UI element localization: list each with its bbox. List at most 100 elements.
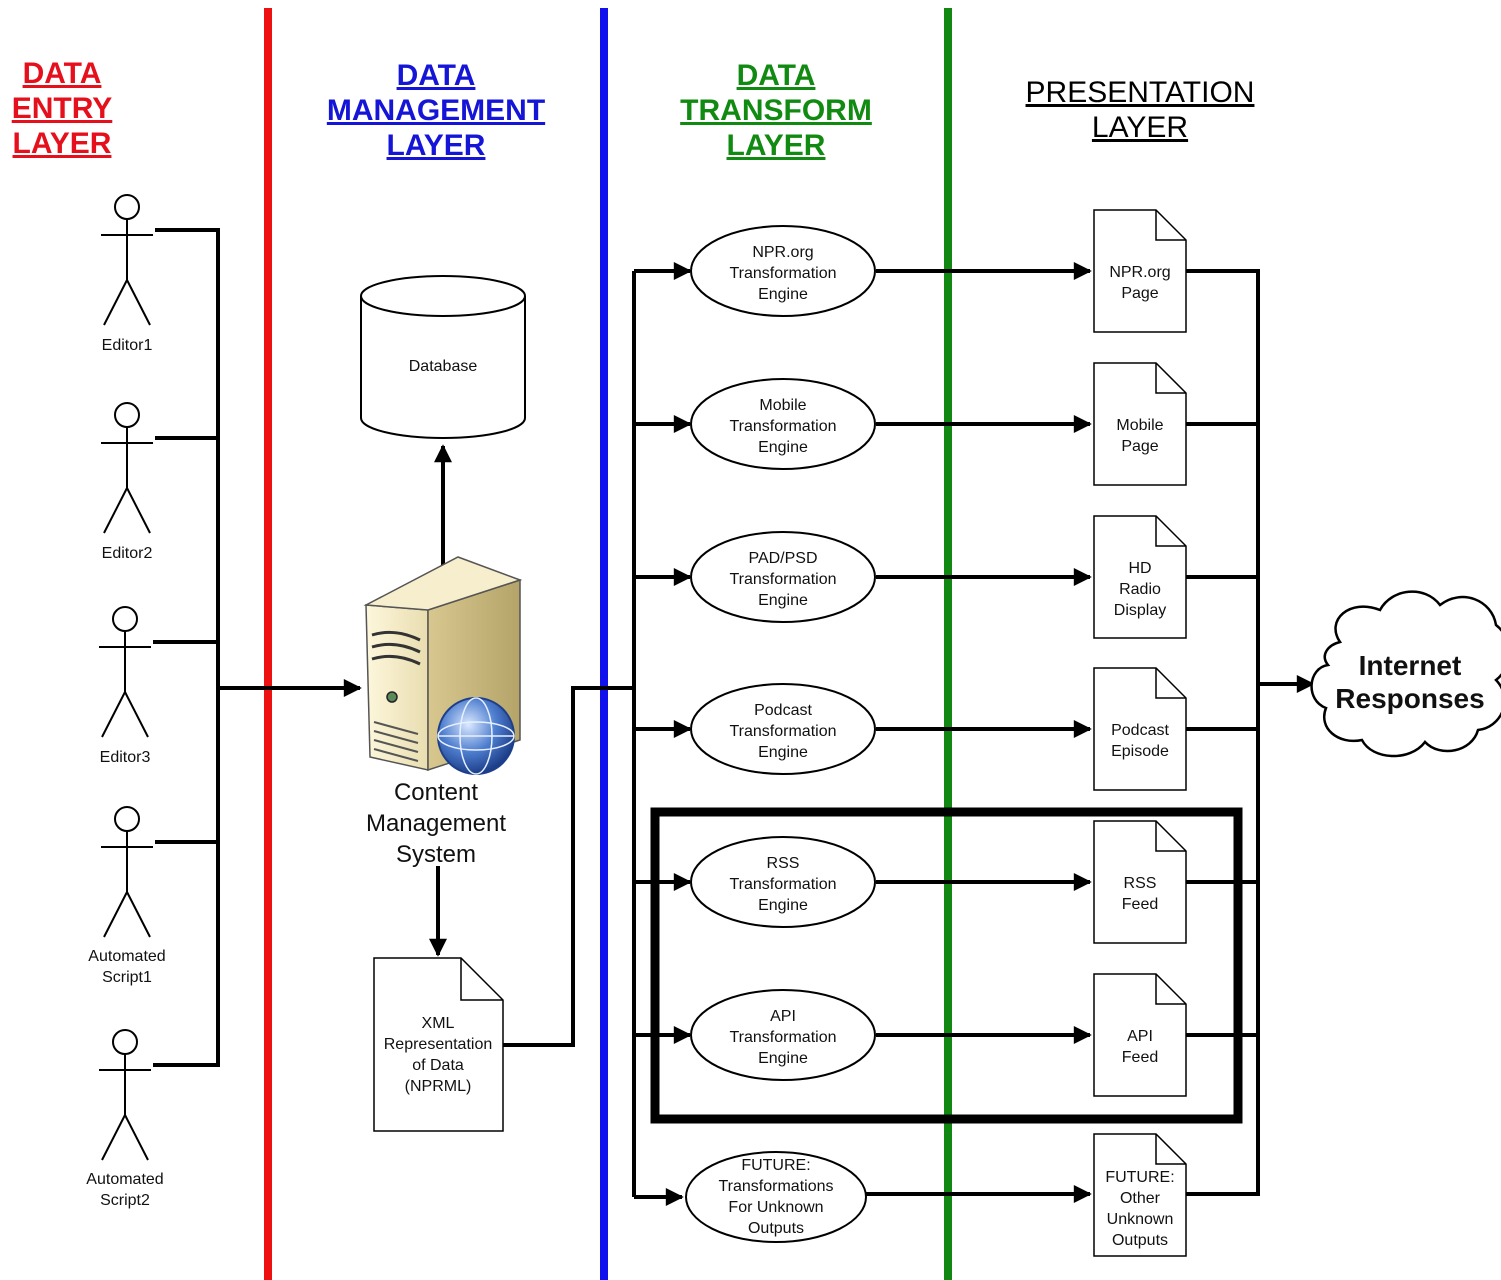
actor-label: Editor2 bbox=[57, 543, 197, 564]
actor-figure bbox=[101, 194, 153, 326]
transformation-engine bbox=[690, 378, 876, 470]
engine-label-line: API bbox=[770, 1007, 796, 1025]
server-vent bbox=[373, 739, 419, 753]
transformation-engine bbox=[690, 683, 876, 775]
server-vent bbox=[373, 748, 419, 762]
engine-label-line: Transformation bbox=[729, 1028, 837, 1046]
actor-head bbox=[114, 402, 140, 428]
highlight-box bbox=[650, 807, 1243, 1124]
actor-figure bbox=[101, 806, 153, 938]
transformation-engine bbox=[690, 989, 876, 1081]
engine-label-line: Mobile bbox=[759, 396, 807, 414]
transformation-engine bbox=[690, 225, 876, 317]
actor-leg bbox=[126, 279, 151, 326]
layer-title-line: DATA bbox=[22, 56, 102, 90]
xml-document-label-line: of Data bbox=[412, 1057, 464, 1074]
output-document bbox=[1093, 362, 1187, 486]
actor-label-line: Editor2 bbox=[101, 544, 153, 562]
engine-label-line: NPR.org bbox=[752, 243, 814, 261]
output-document bbox=[1093, 209, 1187, 333]
output-document bbox=[1093, 820, 1187, 944]
server-drive-bay bbox=[371, 642, 421, 654]
actor-head bbox=[114, 194, 140, 220]
layer-title-line: MANAGEMENT bbox=[326, 93, 546, 127]
output-label-line: RSS bbox=[1123, 875, 1157, 892]
engine-label-line: Podcast bbox=[754, 701, 812, 719]
server-power-led bbox=[386, 691, 398, 703]
layer-title-line: PRESENTATION bbox=[1025, 76, 1255, 109]
actor-leg bbox=[103, 487, 128, 534]
layer-title-line: TRANSFORM bbox=[680, 93, 872, 127]
engine-label-line: Transformation bbox=[729, 722, 837, 740]
output-document bbox=[1093, 1133, 1187, 1257]
output-label-line: FUTURE: bbox=[1105, 1169, 1175, 1186]
xml-document-label-line: (NPRML) bbox=[404, 1078, 472, 1095]
document-fold bbox=[1155, 668, 1186, 699]
xml-document-label-line: Representation bbox=[383, 1036, 493, 1053]
database-cylinder-body bbox=[360, 296, 526, 439]
document-fold bbox=[460, 958, 503, 1001]
actor-leg bbox=[101, 1114, 126, 1161]
document-fold bbox=[1155, 363, 1186, 394]
engine-label-line: RSS bbox=[766, 854, 800, 872]
output-label-line: Episode bbox=[1111, 743, 1169, 760]
engine-label-line: Engine bbox=[758, 1049, 808, 1067]
actor-leg bbox=[124, 691, 149, 738]
document-outline bbox=[373, 957, 504, 1132]
output-label-line: Mobile bbox=[1116, 417, 1164, 434]
layer-title-line: LAYER bbox=[1091, 111, 1189, 144]
output-document bbox=[1093, 973, 1187, 1097]
engine-label-line: Engine bbox=[758, 743, 808, 761]
engine-label-line: Engine bbox=[758, 896, 808, 914]
cloud-label-line: Internet bbox=[1358, 650, 1462, 681]
engine-label-line: Outputs bbox=[747, 1220, 805, 1237]
output-label-line: Radio bbox=[1119, 580, 1161, 598]
document-fold bbox=[1155, 1134, 1186, 1165]
actor-label-line: Script1 bbox=[102, 969, 152, 986]
actor-leg bbox=[124, 1114, 149, 1161]
layer-title-line: ENTRY bbox=[11, 91, 113, 125]
output-label-line: Other bbox=[1119, 1190, 1160, 1207]
document-fold bbox=[1155, 974, 1186, 1005]
document-fold bbox=[1155, 821, 1186, 852]
engine-label-line: FUTURE: bbox=[741, 1157, 811, 1174]
actor-figure bbox=[99, 606, 151, 738]
actor-label-line: Automated bbox=[88, 948, 166, 965]
engine-label-line: Engine bbox=[758, 438, 808, 456]
database-label: Database bbox=[363, 356, 523, 377]
output-label-line: Feed bbox=[1121, 896, 1159, 913]
layer-title-line: LAYER bbox=[12, 126, 112, 160]
actor-leg bbox=[126, 487, 151, 534]
actor-figure bbox=[99, 1029, 151, 1161]
actor-label-line: Script2 bbox=[100, 1192, 150, 1209]
output-label-line: Feed bbox=[1121, 1049, 1159, 1066]
server-drive-bay bbox=[371, 654, 421, 666]
actor-label-line: Automated bbox=[86, 1171, 164, 1188]
cms-label-line: System bbox=[395, 840, 476, 868]
actor-head bbox=[112, 1029, 138, 1055]
server-vent bbox=[373, 721, 419, 735]
engine-label-line: Transformation bbox=[729, 875, 837, 893]
engine-label-line: Transformations bbox=[718, 1178, 834, 1195]
server-top bbox=[363, 556, 523, 611]
xml-to-transform-connector bbox=[503, 686, 634, 1047]
database-label-line: Database bbox=[408, 357, 478, 375]
cloud-label-line: Responses bbox=[1335, 683, 1485, 714]
engine-label-line: For Unknown bbox=[728, 1199, 824, 1216]
actor-head bbox=[112, 606, 138, 632]
layer-title-line: DATA bbox=[736, 58, 816, 92]
actor-leg bbox=[103, 279, 128, 326]
